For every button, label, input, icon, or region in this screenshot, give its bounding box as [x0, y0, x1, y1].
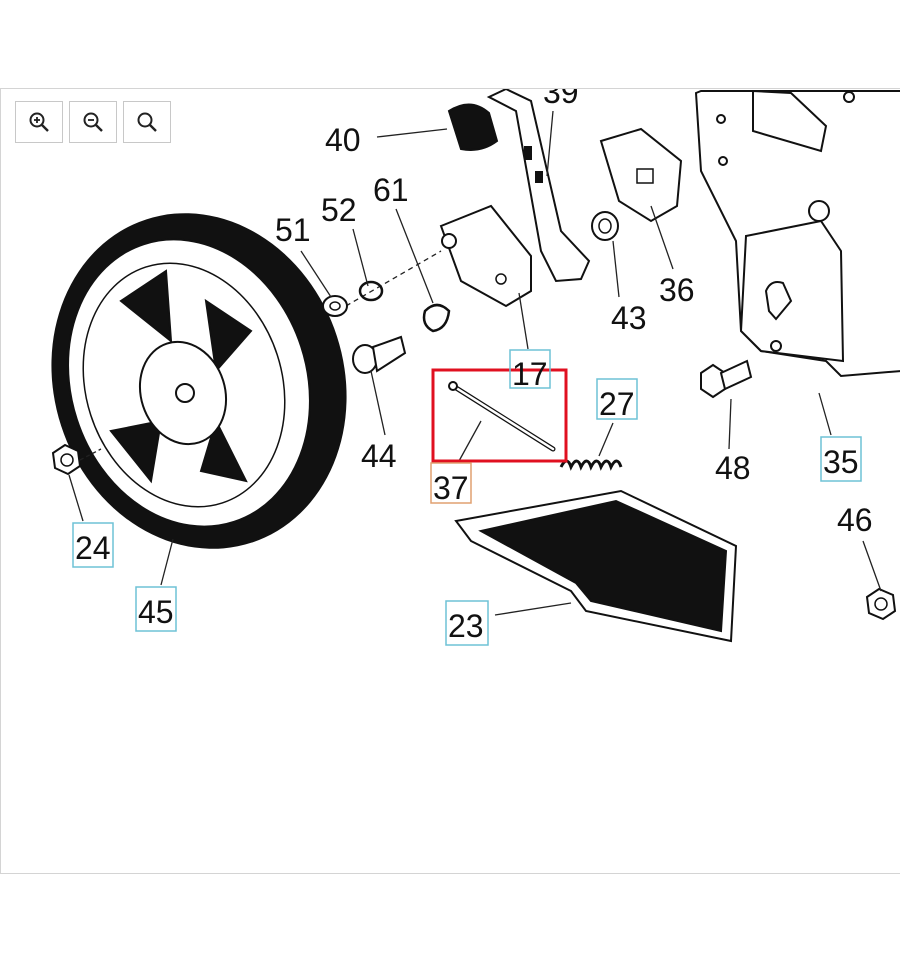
- zoom-out-icon: [83, 112, 103, 132]
- bolt-48-part[interactable]: [700, 359, 753, 399]
- lever-39-part[interactable]: [486, 89, 591, 283]
- bracket-17-part[interactable]: [345, 204, 532, 308]
- bolt-44-part[interactable]: [352, 335, 407, 374]
- zoom-out-button[interactable]: [69, 101, 117, 143]
- plate-35-part[interactable]: [694, 89, 900, 378]
- label-36[interactable]: 36: [659, 272, 695, 308]
- selected-part-highlight: [431, 368, 568, 463]
- label-box-27: [596, 378, 638, 420]
- pin-37-part[interactable]: [448, 381, 556, 452]
- zoom-reset-button[interactable]: [123, 101, 171, 143]
- label-39[interactable]: 39: [543, 89, 579, 110]
- label-52[interactable]: 52: [321, 192, 357, 228]
- exploded-parts-diagram: 40 39 61 52 51 43 36 17 44 27 37 48 35 2…: [9, 89, 900, 646]
- clip-61-part[interactable]: [422, 303, 451, 333]
- label-box-45: [135, 586, 177, 632]
- leader-lines: [68, 110, 882, 616]
- label-35[interactable]: 35: [823, 444, 859, 480]
- flap-23-part[interactable]: [454, 489, 738, 643]
- label-box-23: [445, 600, 489, 646]
- label-45[interactable]: 45: [138, 594, 174, 630]
- label-27[interactable]: 27: [599, 386, 635, 422]
- label-40[interactable]: 40: [325, 122, 361, 158]
- label-61[interactable]: 61: [373, 172, 409, 208]
- label-box-37: [430, 462, 472, 504]
- label-46[interactable]: 46: [837, 502, 873, 538]
- label-48[interactable]: 48: [715, 450, 751, 486]
- label-17[interactable]: 17: [512, 356, 548, 392]
- label-37[interactable]: 37: [433, 470, 469, 506]
- sector-plate-36-part[interactable]: [599, 127, 683, 223]
- zoom-in-button[interactable]: [15, 101, 63, 143]
- label-box-24: [72, 522, 114, 568]
- wheel-part[interactable]: [9, 175, 390, 588]
- zoom-in-icon: [29, 112, 49, 132]
- label-box-17: [509, 349, 551, 389]
- label-23[interactable]: 23: [448, 608, 484, 644]
- zoom-toolbar: [15, 101, 171, 143]
- label-51[interactable]: 51: [275, 212, 311, 248]
- cap-40-part[interactable]: [447, 103, 499, 151]
- ring-52-part[interactable]: [358, 280, 384, 302]
- label-44[interactable]: 44: [361, 438, 397, 474]
- nut-24-part[interactable]: [51, 443, 102, 476]
- bushing-43-part[interactable]: [591, 211, 619, 241]
- label-24[interactable]: 24: [75, 530, 111, 566]
- washer-51-part[interactable]: [322, 295, 348, 317]
- nut-46-part[interactable]: [865, 587, 897, 621]
- spring-27-part[interactable]: [559, 459, 623, 471]
- parts-diagram-viewer[interactable]: 40 39 61 52 51 43 36 17 44 27 37 48 35 2…: [0, 88, 900, 874]
- magnifier-icon: [137, 112, 157, 132]
- label-43[interactable]: 43: [611, 300, 647, 336]
- label-box-35: [820, 436, 862, 482]
